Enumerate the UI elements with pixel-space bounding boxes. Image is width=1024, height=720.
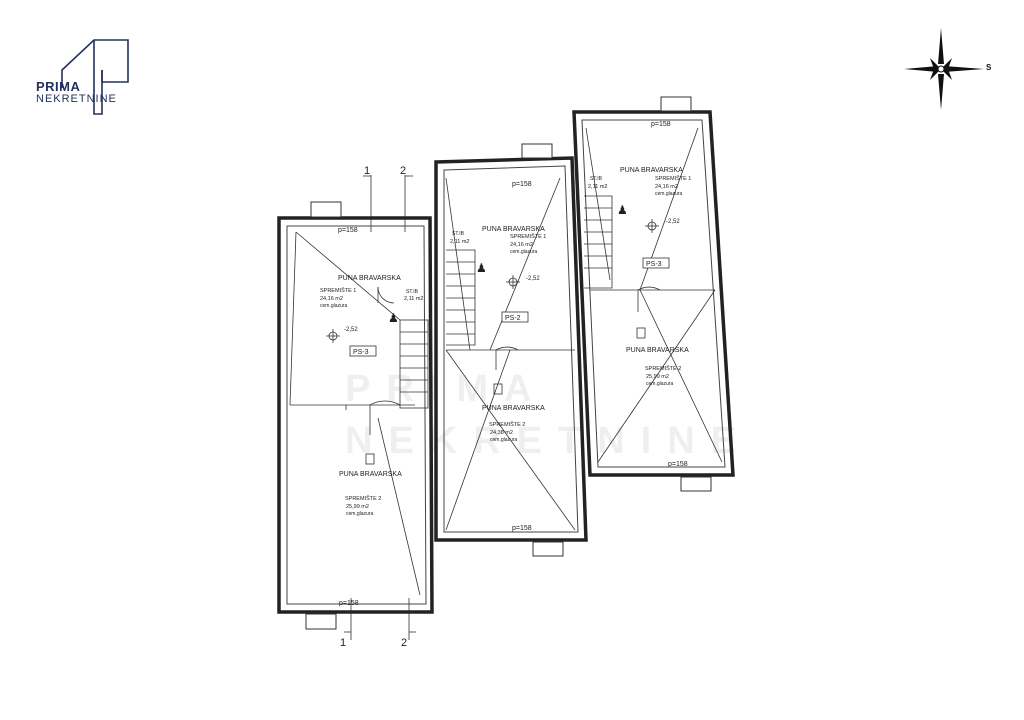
p-label-top: p=158 — [512, 181, 532, 188]
room-floor: cem.glazura — [646, 381, 673, 387]
p-label-bottom: p=158 — [512, 525, 532, 532]
room-floor: cem.glazura — [346, 511, 373, 517]
unit-right: p=158 p=158 ST.IB 2,11 m2 PUNA BRAVARSKA… — [572, 96, 735, 492]
window — [305, 613, 337, 630]
section-line-1 — [344, 175, 372, 640]
level-label: -2,52 — [526, 276, 540, 282]
partition-label: PS-2 — [505, 315, 521, 322]
stair — [584, 195, 613, 289]
window — [532, 541, 564, 557]
brand-name-line1: PRIMA — [36, 79, 81, 94]
p-label-bottom: p=158 — [668, 461, 688, 468]
room-name: SPREMIŠTE 2 — [645, 365, 681, 372]
door-marker — [493, 383, 503, 395]
door-marker — [636, 327, 646, 339]
partition-label: PS-3 — [646, 261, 662, 268]
brand-logo-icon — [61, 39, 129, 115]
compass-rose-icon — [904, 28, 984, 110]
section-marker-2-bottom: 2 — [401, 637, 407, 649]
p-label-top: p=158 — [651, 121, 671, 128]
door-label: PUNA BRAVARSKA — [626, 347, 689, 354]
room-area: 24,38 m2 — [490, 430, 513, 436]
person-icon: ♟ — [476, 261, 487, 275]
compass-label: S — [986, 63, 992, 72]
window — [660, 96, 692, 112]
level-label: -2,52 — [344, 327, 358, 333]
stair-area: 2,11 m2 — [588, 184, 607, 190]
room-area: 24,16 m2 — [320, 296, 343, 302]
room-name: SPREMIŠTE 1 — [320, 287, 356, 294]
door-label: PUNA BRAVARSKA — [482, 405, 545, 412]
p-label-top: p=158 — [338, 227, 358, 234]
door-label: PUNA BRAVARSKA — [620, 167, 683, 174]
window — [521, 143, 553, 159]
section-marker-1-top: 1 — [364, 165, 370, 177]
section-line-2 — [404, 175, 416, 640]
stair-area: 2,11 m2 — [404, 296, 423, 302]
window — [310, 201, 342, 218]
stair-area-label: ST.IB — [406, 289, 419, 295]
room-name: SPREMIŠTE 2 — [489, 421, 525, 428]
person-icon: ♟ — [388, 311, 399, 325]
door-label: PUNA BRAVARSKA — [338, 275, 401, 282]
room-floor: cem.glazura — [320, 303, 347, 309]
partition-label: PS-3 — [353, 349, 369, 356]
stair — [446, 249, 476, 346]
stair-area-label: ST.IB — [590, 176, 603, 182]
room-name: SPREMIŠTE 2 — [345, 495, 381, 502]
room-area: 24,16 m2 — [655, 184, 678, 190]
stair-area: 2,11 m2 — [450, 239, 469, 245]
section-marker-2-top: 2 — [400, 165, 406, 177]
stair-area-label: ST.IB — [452, 231, 465, 237]
room-area: 25,99 m2 — [346, 504, 369, 510]
room-area: 24,16 m2 — [510, 242, 533, 248]
unit-left: p=158 p=158 PUNA BRAVARSKA SPREMIŠTE 1 2… — [277, 201, 434, 630]
room-name: SPREMIŠTE 1 — [655, 175, 691, 182]
room-floor: cem.glazura — [510, 249, 537, 255]
unit-mid: p=158 p=158 ST.IB 2,11 m2 PUNA BRAVARSKA… — [434, 143, 588, 557]
section-marker-1-bottom: 1 — [340, 637, 346, 649]
stair — [399, 319, 429, 409]
window — [680, 476, 712, 492]
door-label: PUNA BRAVARSKA — [339, 471, 402, 478]
room-area: 25,99 m2 — [646, 374, 669, 380]
p-label-bottom: p=158 — [339, 600, 359, 607]
person-icon: ♟ — [617, 203, 628, 217]
level-label: -2,52 — [666, 219, 680, 225]
room-floor: cem.glazura — [490, 437, 517, 443]
door-marker — [365, 453, 375, 465]
room-floor: cem.glazura — [655, 191, 682, 197]
room-name: SPREMIŠTE 1 — [510, 233, 546, 240]
door-label: PUNA BRAVARSKA — [482, 226, 545, 233]
brand-name-line2: NEKRETNINE — [36, 93, 117, 105]
